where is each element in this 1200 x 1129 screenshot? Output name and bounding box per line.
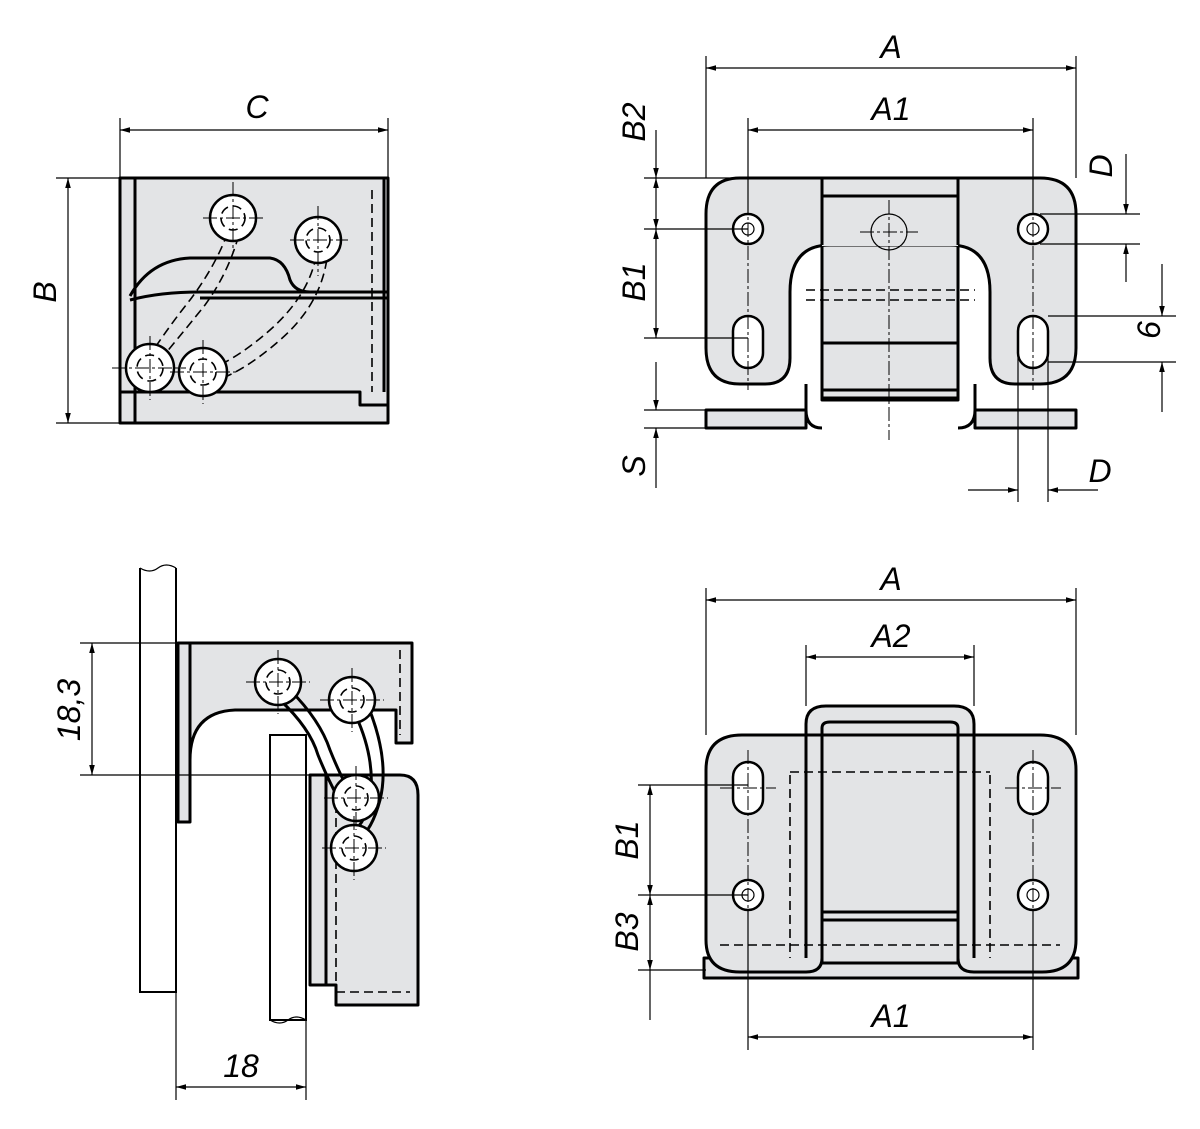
dim-label-d-bottom: D bbox=[1088, 453, 1111, 489]
side-view-top: C B bbox=[27, 89, 390, 425]
front-view-top: A A1 B2 B1 S D 6 D bbox=[616, 29, 1176, 502]
dim-label-b3: B3 bbox=[609, 912, 645, 951]
dim-label-a1: A1 bbox=[869, 91, 910, 127]
dim-label-18: 18 bbox=[223, 1048, 259, 1084]
dim-label-18-3: 18,3 bbox=[51, 679, 87, 741]
dim-label-6: 6 bbox=[1131, 321, 1167, 339]
dim-label-s: S bbox=[616, 455, 652, 476]
dim-label-d-side: D bbox=[1083, 154, 1119, 177]
leaf-right bbox=[956, 733, 1078, 974]
dim-label-a2: A2 bbox=[869, 618, 910, 654]
side-view-bottom: 18,3 18 bbox=[51, 564, 420, 1100]
dim-label-b: B bbox=[27, 281, 63, 302]
dim-label-b1: B1 bbox=[616, 262, 652, 301]
dim-label-a: A bbox=[878, 29, 901, 65]
rear-view-bottom: A A2 B1 B3 A1 bbox=[609, 561, 1080, 1050]
dim-label-a-rear: A bbox=[878, 561, 901, 597]
dim-label-b2: B2 bbox=[616, 102, 652, 141]
dim-label-c: C bbox=[245, 89, 269, 125]
door-wall bbox=[269, 734, 307, 1021]
frame-wall bbox=[139, 568, 177, 993]
dim-label-b1-rear: B1 bbox=[609, 820, 645, 859]
dim-label-a1-rear: A1 bbox=[869, 998, 910, 1034]
